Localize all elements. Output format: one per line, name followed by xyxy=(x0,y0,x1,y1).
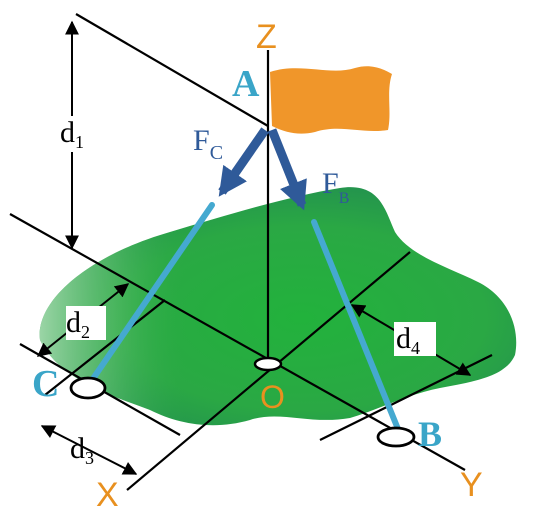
origin-ring xyxy=(253,356,283,372)
point-a-label: A xyxy=(232,63,260,105)
force-b-main: F xyxy=(322,167,339,200)
ground-highlight xyxy=(39,216,250,426)
d4-sub: 4 xyxy=(411,338,420,358)
d2-label-bg xyxy=(66,306,106,340)
force-c-main: F xyxy=(193,124,210,157)
d4-main: d xyxy=(396,322,411,355)
point-c-label: C xyxy=(32,363,59,405)
d4-label: d4 xyxy=(396,322,420,358)
d1-main: d xyxy=(60,116,75,149)
d2-sub: 2 xyxy=(81,322,90,342)
cable-ac xyxy=(85,202,215,389)
force-b-arrow xyxy=(267,128,307,211)
d1-reference-line xyxy=(75,13,269,127)
force-c-arrow xyxy=(218,127,269,197)
force-b-label: FB xyxy=(322,167,349,207)
d1-label: d1 xyxy=(60,116,84,152)
force-b-sub: B xyxy=(339,190,350,207)
cable-ab xyxy=(311,219,403,437)
flag-icon xyxy=(270,66,392,134)
point-b-ring xyxy=(376,426,416,448)
point-c-ring xyxy=(69,376,107,400)
d2-label: d2 xyxy=(66,306,90,342)
axis-y-label: Y xyxy=(460,466,483,504)
point-b-label: B xyxy=(418,414,442,454)
force-c-sub: C xyxy=(210,142,223,164)
d1-label-bg xyxy=(60,116,98,152)
axis-x-label: X xyxy=(96,476,119,514)
d2-main: d xyxy=(66,306,81,339)
axis-z-label: Z xyxy=(256,18,277,56)
d1-sub: 1 xyxy=(75,132,84,152)
d3-sub: 3 xyxy=(85,448,94,468)
origin-label: O xyxy=(260,379,285,415)
d4-label-bg xyxy=(394,322,436,356)
d3-label: d3 xyxy=(70,432,94,468)
d3-dimension xyxy=(40,425,138,475)
d3-main: d xyxy=(70,432,85,465)
force-c-label: FC xyxy=(193,124,223,164)
